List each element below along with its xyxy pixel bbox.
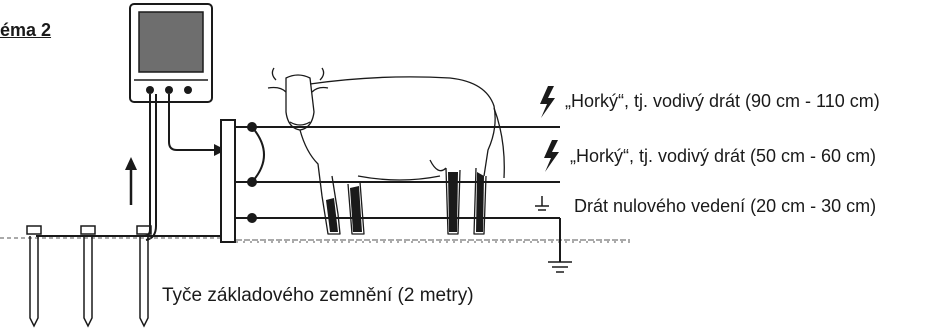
terminal-3 [184,86,192,94]
cow-legs-shading [326,172,484,232]
diagram-title: éma 2 [0,20,52,40]
energizer-cables [143,94,226,241]
ground-rods [26,225,235,328]
energizer-screen [138,11,204,73]
fence-energizer [129,3,213,103]
fence-wires [235,122,561,262]
hot-wire-high-label: „Horký“, tj. vodivý drát (90 cm - 110 cm… [565,91,880,111]
lightning-icon [544,140,559,172]
hot-wire-mid-label: „Horký“, tj. vodivý drát (50 cm - 60 cm) [570,146,877,166]
ground-rods-label: Tyče základového zemnění (2 metry) [162,285,474,306]
terminal-2 [165,86,173,94]
ground-icon [548,261,572,273]
terminal-1 [146,86,154,94]
neutral-wire-label: Drát nulového vedení (20 cm - 30 cm) [574,196,877,216]
lightning-icon [540,86,555,118]
cow-illustration [267,67,505,235]
ground-icon [535,196,549,211]
ground-surface [0,237,630,243]
fence-post [220,119,236,243]
arrow-up-icon [125,157,137,205]
